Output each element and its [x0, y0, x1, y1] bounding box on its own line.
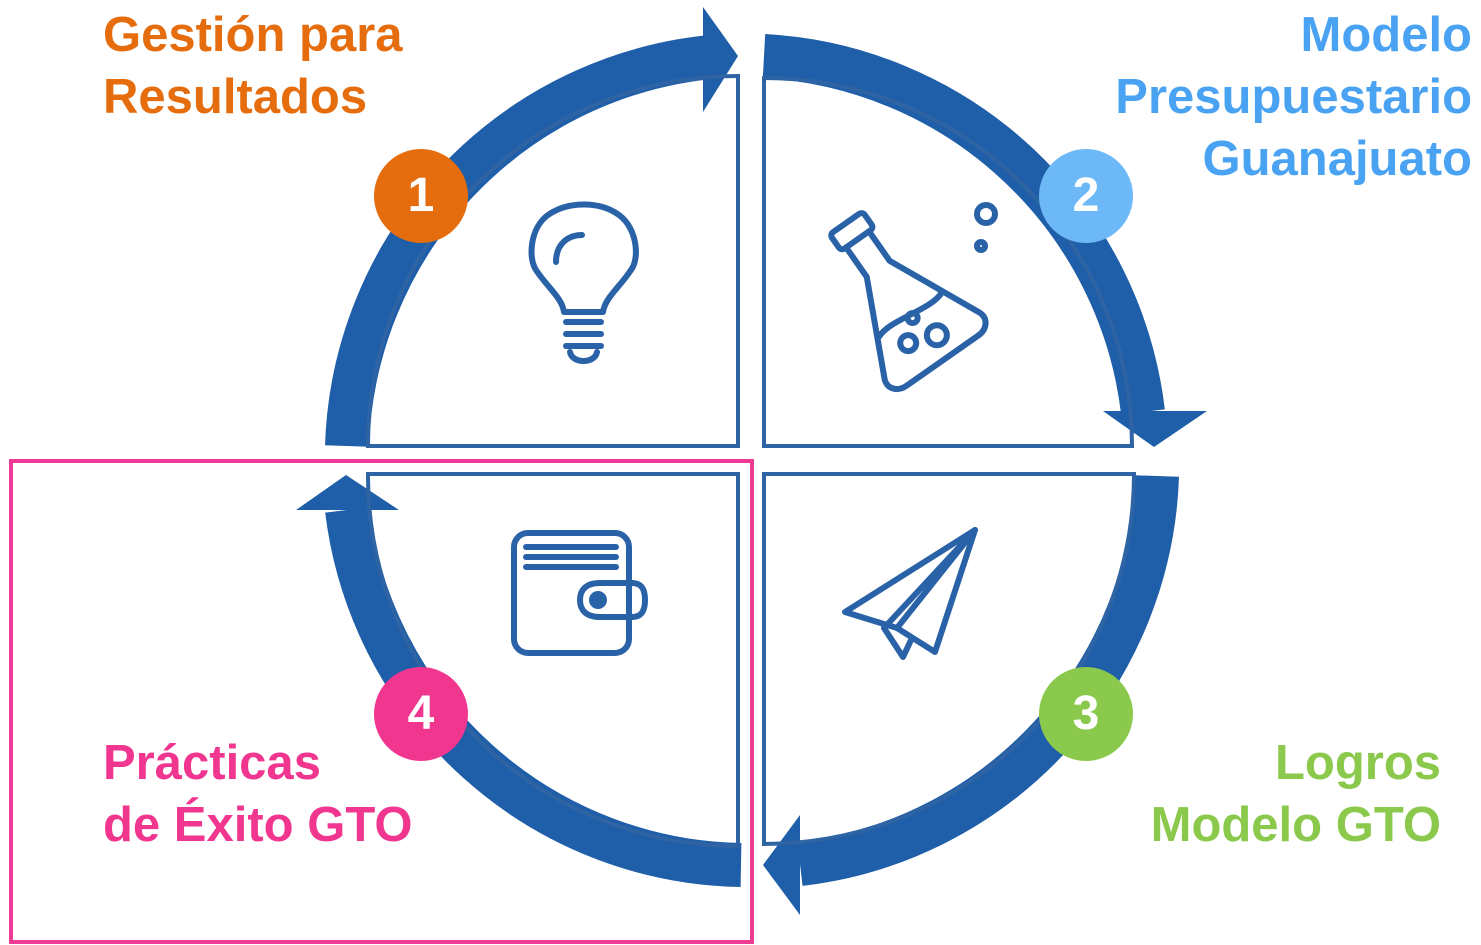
- highlight-box: [9, 459, 754, 944]
- ring-arc-2: [762, 34, 1165, 415]
- arrowhead-3: [763, 815, 800, 915]
- cycle-arrowheads: [296, 7, 1207, 915]
- quadrant-4-outline: [365, 472, 740, 849]
- step-1-badge: 1: [374, 149, 468, 243]
- step-1-label: Gestión para Resultados: [103, 8, 403, 124]
- step-4-label: Prácticas de Éxito GTO: [103, 736, 413, 852]
- lightbulb-icon: [528, 201, 639, 364]
- step-2-badge: 2: [1039, 149, 1133, 243]
- quadrant-3-outline: [762, 472, 1137, 847]
- quadrant-1-outline: [365, 73, 740, 448]
- step-4-badge: 4: [374, 667, 468, 761]
- paper-plane-icon: [842, 527, 978, 660]
- ring-arc-1: [325, 34, 725, 447]
- step-3-label: Logros Modelo GTO: [1150, 736, 1441, 852]
- flask-icon: [828, 202, 998, 393]
- arrowhead-1: [703, 7, 738, 112]
- quadrant-2-outline: [762, 75, 1135, 448]
- step-3-badge: 3: [1039, 667, 1133, 761]
- step-2-label: Modelo Presupuestario Guanajuato: [1115, 8, 1472, 186]
- wallet-icon: [511, 530, 648, 656]
- arrowhead-2: [1103, 411, 1207, 447]
- quadrant-outlines: [365, 73, 1137, 849]
- ring-arc-4: [325, 507, 742, 887]
- arrowhead-4: [296, 475, 399, 510]
